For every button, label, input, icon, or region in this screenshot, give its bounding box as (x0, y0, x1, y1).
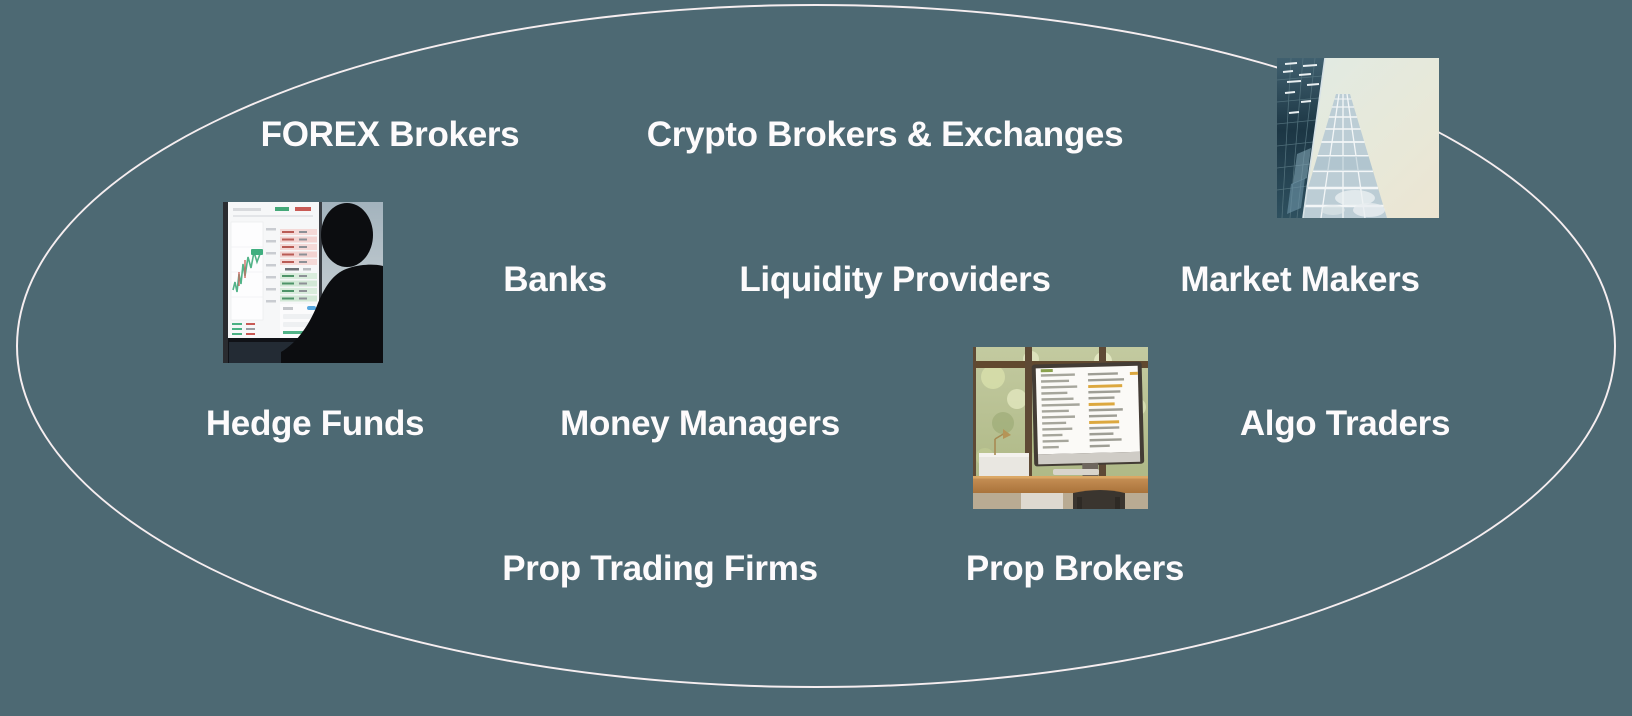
label-prop-brokers: Prop Brokers (965, 549, 1185, 588)
label-algo-traders: Algo Traders (1239, 404, 1451, 443)
label-liquidity-providers: Liquidity Providers (739, 260, 1051, 299)
label-market-makers: Market Makers (1180, 260, 1420, 299)
skyscraper-photo-graphic (1277, 58, 1439, 218)
label-banks: Banks (503, 260, 607, 299)
glass-skyscraper-photo (1277, 58, 1439, 218)
ellipse-outline (16, 4, 1616, 688)
label-hedge-funds: Hedge Funds (205, 404, 425, 443)
trader-photo-graphic (223, 202, 383, 363)
label-forex-brokers: FOREX Brokers (260, 115, 520, 154)
office-desk-monitor-photo (973, 347, 1148, 509)
label-prop-trading-firms: Prop Trading Firms (502, 549, 818, 588)
trader-silhouette-trading-screen-photo (223, 202, 383, 363)
label-money-managers: Money Managers (560, 404, 840, 443)
office-desk-photo-graphic (973, 347, 1148, 509)
label-crypto-brokers-exchanges: Crypto Brokers & Exchanges (646, 115, 1124, 154)
